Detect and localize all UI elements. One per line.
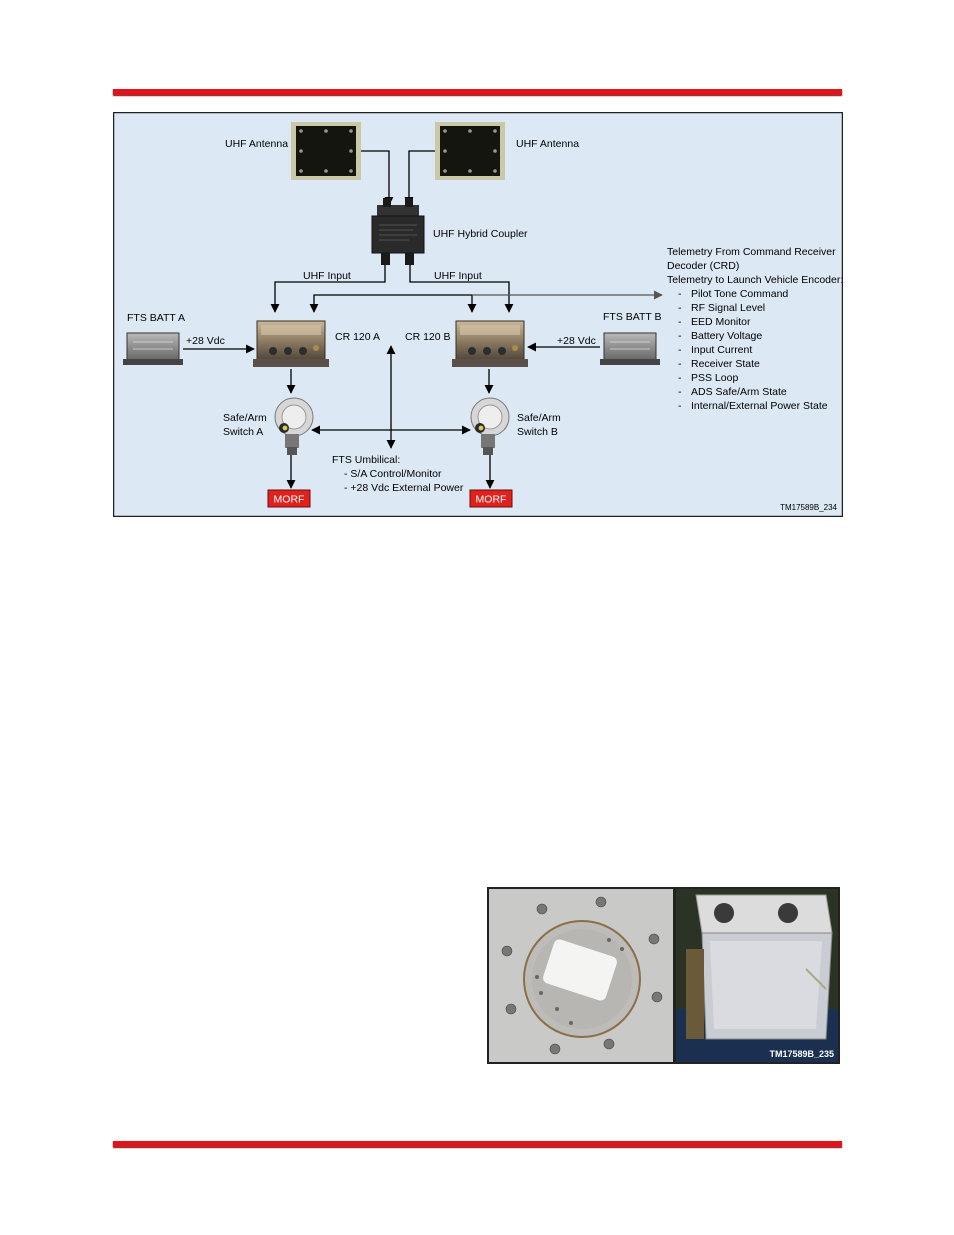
uhf-hybrid-coupler-label: UHF Hybrid Coupler — [433, 228, 528, 240]
switch-b-label-line1: Safe/Arm — [517, 412, 561, 424]
svg-text:-: - — [678, 316, 682, 328]
antenna-mount-photo — [489, 889, 673, 1062]
telemetry-item: Input Current — [691, 344, 752, 356]
svg-text:-: - — [678, 400, 682, 412]
cr-120-b-receiver — [452, 321, 528, 367]
hardware-photo-panel: TM17589B_235 — [487, 887, 840, 1064]
svg-text:-: - — [678, 344, 682, 356]
header-rule — [113, 89, 842, 95]
switch-a-label-line1: Safe/Arm — [223, 412, 267, 424]
uhf-antenna-right-label: UHF Antenna — [516, 138, 579, 150]
fts-batt-b-label: FTS BATT B — [603, 311, 662, 323]
umbilical-title: FTS Umbilical: — [332, 454, 400, 466]
telemetry-item: Receiver State — [691, 358, 760, 370]
morf-right: MORF — [470, 490, 512, 507]
footer-rule — [113, 1141, 842, 1147]
telemetry-heading-line2: Decoder (CRD) — [667, 260, 739, 272]
fts-batt-a — [123, 333, 183, 365]
svg-text:-: - — [678, 302, 682, 314]
telemetry-item: ADS Safe/Arm State — [691, 386, 787, 398]
vdc-left-label: +28 Vdc — [186, 335, 225, 347]
cr-120-b-label: CR 120 B — [405, 331, 451, 343]
umbilical-item: - S/A Control/Monitor — [344, 468, 442, 480]
telemetry-item: RF Signal Level — [691, 302, 765, 314]
fts-batt-a-label: FTS BATT A — [127, 312, 185, 324]
antenna-unit-photo — [676, 889, 838, 1062]
diagram-figure-ref: TM17589B_234 — [780, 503, 837, 512]
telemetry-item: PSS Loop — [691, 372, 738, 384]
svg-text:-: - — [678, 386, 682, 398]
fts-batt-b — [600, 333, 660, 365]
uhf-input-left-label: UHF Input — [303, 270, 351, 282]
cr-120-a-label: CR 120 A — [335, 331, 380, 343]
svg-text:-: - — [678, 372, 682, 384]
morf-right-label: MORF — [476, 494, 507, 506]
telemetry-item: EED Monitor — [691, 316, 751, 328]
telemetry-heading-line3: Telemetry to Launch Vehicle Encoder: — [667, 274, 843, 286]
photo-figure-ref: TM17589B_235 — [769, 1049, 834, 1059]
telemetry-item: Internal/External Power State — [691, 400, 828, 412]
uhf-antenna-left-label: UHF Antenna — [225, 138, 288, 150]
telemetry-heading-line1: Telemetry From Command Receiver — [667, 246, 836, 258]
svg-text:-: - — [678, 330, 682, 342]
cr-120-a-receiver — [253, 321, 329, 367]
morf-left: MORF — [268, 490, 310, 507]
uhf-antenna-left — [291, 122, 361, 180]
telemetry-item: Battery Voltage — [691, 330, 762, 342]
telemetry-item: Pilot Tone Command — [691, 288, 788, 300]
fts-block-diagram: UHF Antenna UHF Antenna UHF Hybrid Coupl… — [113, 112, 843, 517]
vdc-right-label: +28 Vdc — [557, 335, 596, 347]
svg-text:-: - — [678, 288, 682, 300]
switch-b-label-line2: Switch B — [517, 426, 558, 438]
morf-left-label: MORF — [274, 494, 305, 506]
uhf-antenna-right — [435, 122, 505, 180]
svg-text:-: - — [678, 358, 682, 370]
switch-a-label-line2: Switch A — [223, 426, 263, 438]
umbilical-item: - +28 Vdc External Power — [344, 482, 464, 494]
uhf-input-right-label: UHF Input — [434, 270, 482, 282]
